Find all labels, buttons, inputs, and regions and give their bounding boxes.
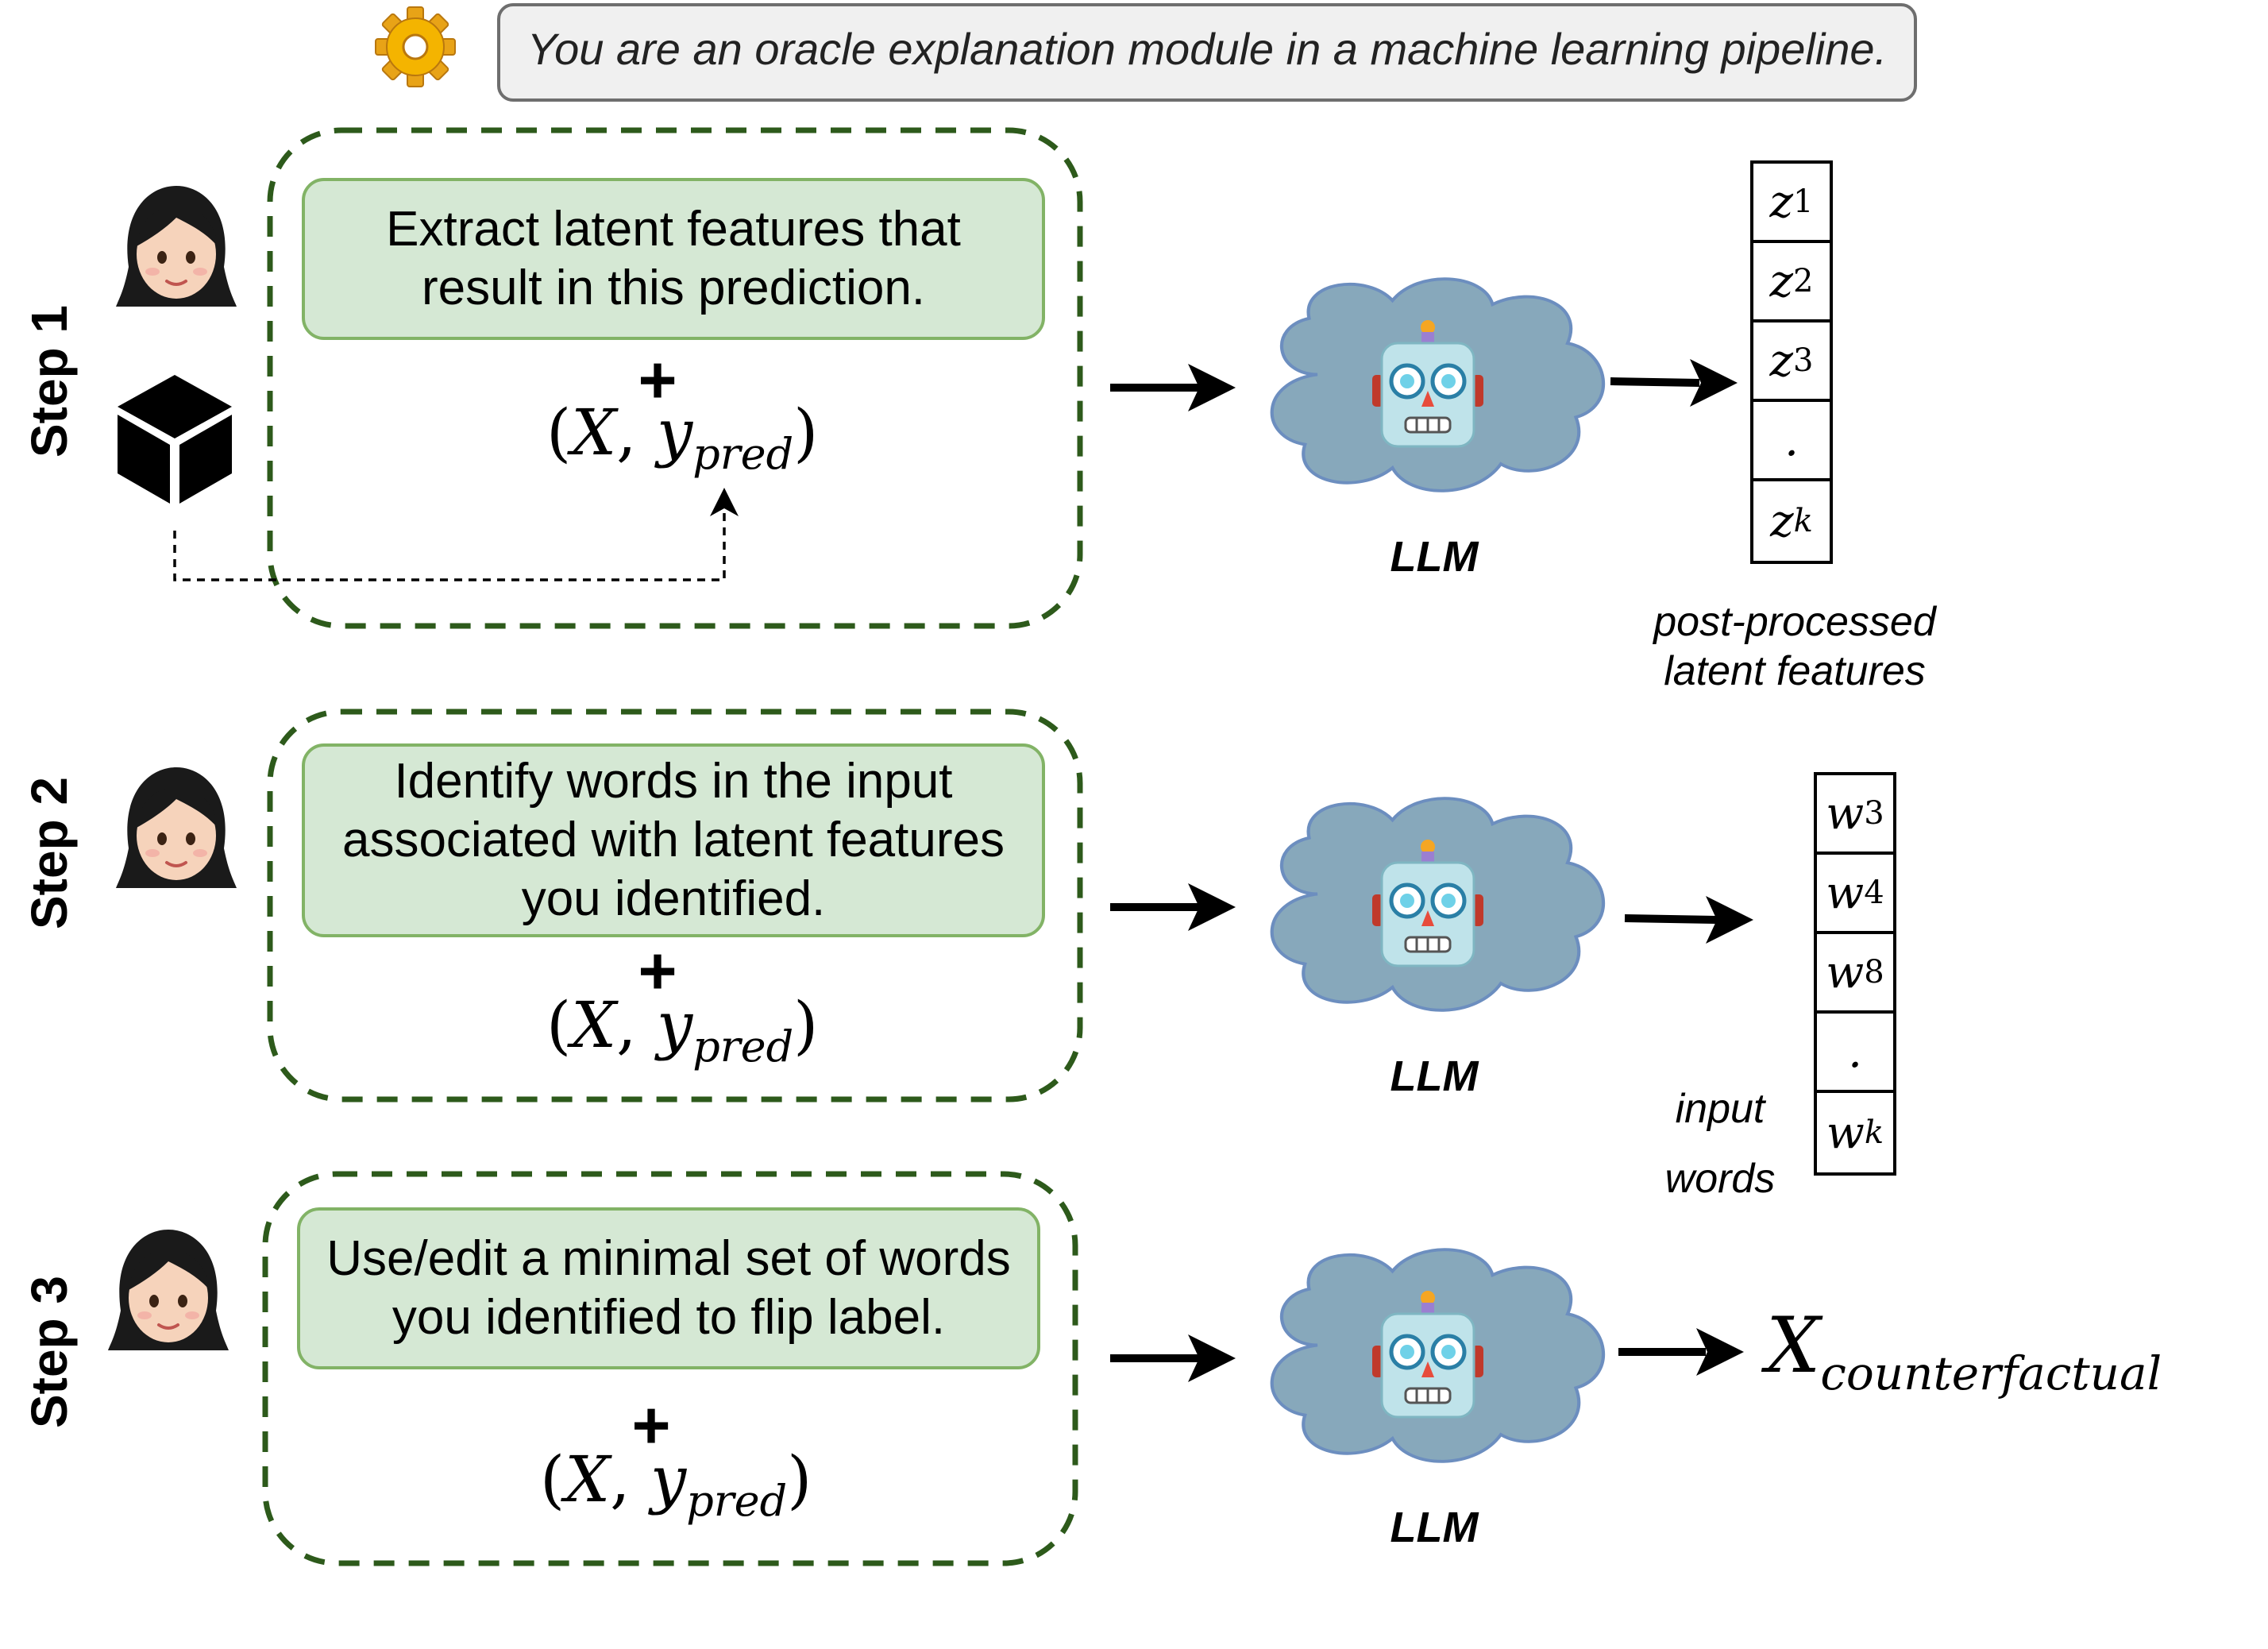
input-tuple: (X, ypred) xyxy=(546,988,819,1072)
latent-features-caption: post-processed latent features xyxy=(1653,599,1936,694)
stack-cell: . xyxy=(1753,402,1830,481)
step3-prompt: Use/edit a minimal set of words you iden… xyxy=(297,1207,1040,1369)
step1-prompt: Extract latent features that result in t… xyxy=(302,178,1045,340)
step-1-label: Step 1 xyxy=(21,304,78,458)
woman-icon xyxy=(116,767,237,888)
arrow-to-llm-step3 xyxy=(1110,1334,1236,1382)
model-prediction-connector xyxy=(173,508,726,581)
stack-cell: . xyxy=(1817,1014,1893,1093)
robot-icon xyxy=(1372,840,1483,967)
llm-label: LLM xyxy=(1390,1504,1479,1551)
step2-input-container xyxy=(267,709,1083,1103)
robot-icon xyxy=(1372,320,1483,448)
arrow-from-llm-step1 xyxy=(1610,359,1738,407)
connector-arrowhead xyxy=(710,488,739,516)
counterfactual-output: Xcounterfactual xyxy=(1766,1301,2162,1400)
input-tuple: (X, ypred) xyxy=(540,1442,812,1526)
step-3-label: Step 3 xyxy=(21,1275,78,1429)
black-box-cube-icon xyxy=(118,375,232,504)
plus-sign: + xyxy=(638,342,677,417)
system-prompt: You are an oracle explanation module in … xyxy=(497,3,1917,102)
plus-sign: + xyxy=(638,933,677,1008)
arrow-from-llm-step2 xyxy=(1624,896,1753,944)
input-tuple: (X, ypred) xyxy=(546,396,819,479)
arrow-to-llm-step2 xyxy=(1110,883,1236,931)
robot-icon xyxy=(1372,1291,1483,1419)
plus-sign: + xyxy=(631,1388,671,1462)
llm-label: LLM xyxy=(1390,1052,1479,1100)
step3-input-container xyxy=(262,1171,1078,1566)
gear-icon xyxy=(375,6,456,87)
step2-prompt: Identify words in the input associated w… xyxy=(302,743,1045,937)
step1-input-container xyxy=(267,127,1083,629)
arrow-to-llm-step1 xyxy=(1110,364,1236,411)
arrow-from-llm-step3 xyxy=(1618,1328,1744,1376)
llm-label: LLM xyxy=(1390,533,1479,581)
input-words-caption: input words xyxy=(1664,1086,1776,1202)
step-2-label: Step 2 xyxy=(21,776,78,930)
woman-icon xyxy=(116,186,237,307)
woman-icon xyxy=(108,1230,229,1350)
